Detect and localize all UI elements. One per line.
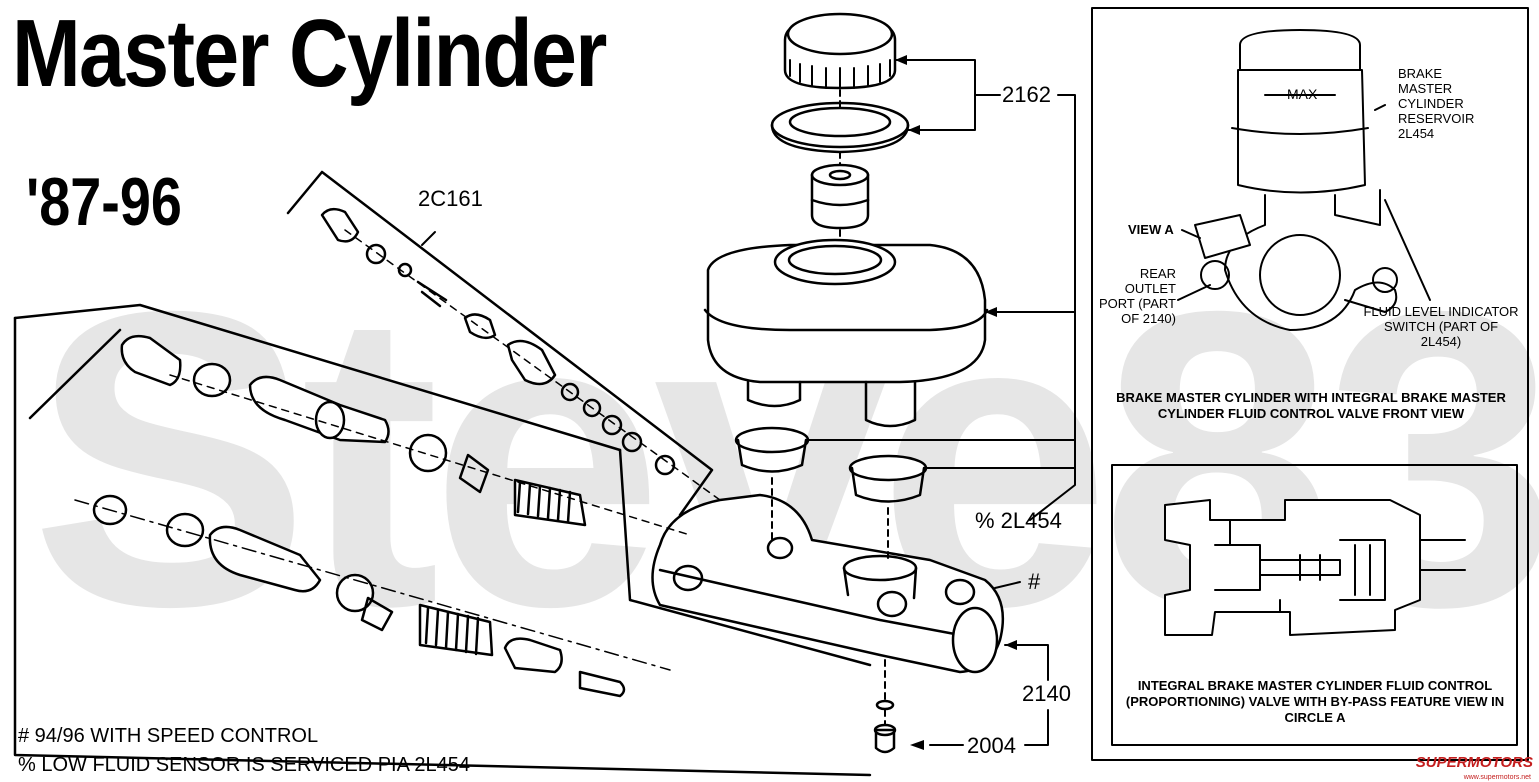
rear-outlet-port-label: REAR OUTLET PORT (PART OF 2140) (1098, 266, 1176, 326)
model-years: '87-96 (26, 164, 182, 240)
leader-lines (421, 59, 1076, 746)
supermotors-url: www.supermotors.net (1463, 774, 1531, 781)
secondary-piston-assembly (74, 494, 671, 698)
cylinder-body (651, 493, 1005, 674)
fluid-level-switch-label: FLUID LEVEL INDICATOR SWITCH (PART OF 2L… (1363, 304, 1519, 349)
part-number-2162: 2162 (1002, 82, 1051, 107)
reservoir-body (703, 238, 989, 428)
view-a-label: VIEW A (1128, 222, 1174, 237)
part-number-2l454: % 2L454 (975, 508, 1062, 533)
inset-front-view-caption: BRAKE MASTER CYLINDER WITH INTEGRAL BRAK… (1116, 390, 1506, 421)
kit-2c161-outline (286, 170, 714, 517)
part-number-2140: 2140 (1022, 681, 1071, 706)
inset-valve-drawing (1164, 499, 1466, 636)
inset-valve-caption: INTEGRAL BRAKE MASTER CYLINDER FLUID CON… (1125, 678, 1505, 725)
reservoir-label: BRAKE MASTER CYLINDER RESERVOIR 2L454 (1398, 66, 1475, 141)
inset-frame (1091, 7, 1529, 761)
footnote-low-fluid-sensor: % LOW FLUID SENSOR IS SERVICED PIA 2L454 (18, 754, 471, 776)
speed-control-mark: # (1028, 569, 1041, 594)
part-number-2c161: 2C161 (418, 186, 483, 211)
inset-valve-frame (1111, 464, 1518, 746)
bleeder-fitting (873, 659, 897, 754)
leader-arrowheads (895, 55, 1017, 750)
inset-front-view-drawing (1177, 29, 1431, 331)
reservoir-cap (783, 12, 897, 90)
footnote-speed-control: # 94/96 WITH SPEED CONTROL (18, 725, 319, 747)
reservoir-max-mark: MAX (1287, 86, 1318, 102)
kit-2c161-parts (320, 207, 721, 501)
port-grommets (734, 426, 928, 503)
reservoir-grommet (810, 163, 870, 230)
reservoir-seal (770, 101, 910, 154)
primary-piston-assembly (120, 334, 691, 536)
supermotors-logo: SUPERMOTORS (1415, 754, 1533, 771)
part-number-2004: 2004 (967, 733, 1016, 758)
page-title: Master Cylinder (12, 0, 607, 107)
piston-kit-outline (13, 303, 872, 777)
